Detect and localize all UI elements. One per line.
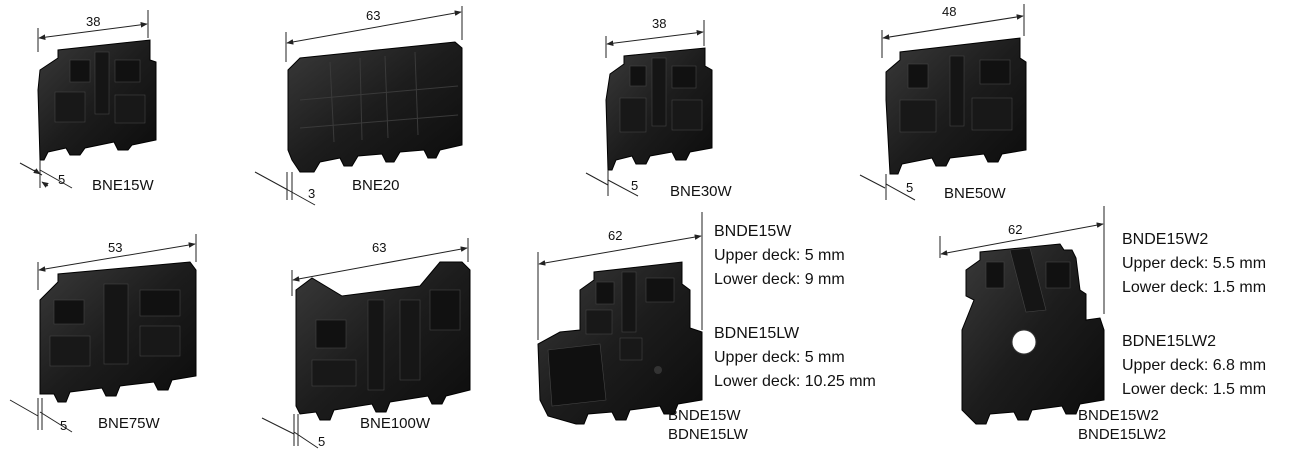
bnde15w2-width-dimension: 62 xyxy=(1008,222,1023,237)
bne50w-thickness-dimension: 5 xyxy=(906,180,914,195)
bdne15lw-spec: BDNE15LW Upper deck: 5 mm Lower deck: 10… xyxy=(714,322,876,394)
bnde15w-bottom-label-1: BNDE15W xyxy=(668,407,741,424)
spec-upper-deck: Upper deck: 5 mm xyxy=(714,349,845,366)
bnde15w-bottom-label-2: BDNE15LW xyxy=(668,426,748,443)
spec-upper-deck: Upper deck: 5 mm xyxy=(714,247,845,264)
spec-lower-deck: Lower deck: 1.5 mm xyxy=(1122,381,1267,398)
part-bne75w-image xyxy=(9,234,197,433)
bnde15w2-spec: BNDE15W2 Upper deck: 5.5 mm Lower deck: … xyxy=(1122,228,1266,300)
part-bnde15w2-image xyxy=(939,206,1105,425)
bnde15w-width-dimension: 62 xyxy=(608,228,623,243)
bne20-label: BNE20 xyxy=(352,177,400,194)
spec-name: BDNE15LW2 xyxy=(1122,333,1216,350)
spec-lower-deck: Lower deck: 9 mm xyxy=(714,271,845,288)
part-bne30w-image xyxy=(585,20,713,197)
bne75w-thickness-dimension: 5 xyxy=(60,418,68,433)
bne75w-label: BNE75W xyxy=(98,415,160,432)
spec-name: BNDE15W xyxy=(714,223,792,240)
bne50w-label: BNE50W xyxy=(944,185,1006,202)
bne100w-label: BNE100W xyxy=(360,415,431,432)
bne30w-thickness-dimension: 5 xyxy=(631,178,639,193)
spec-name: BNDE15W2 xyxy=(1122,231,1209,248)
bne20-width-dimension: 63 xyxy=(366,8,381,23)
bne75w-width-dimension: 53 xyxy=(108,240,123,255)
bne30w-width-dimension: 38 xyxy=(652,16,667,31)
bne20-thickness-dimension: 3 xyxy=(308,186,316,201)
spec-name: BDNE15LW xyxy=(714,325,800,342)
bnde15w-bottom-labels: BNDE15W BDNE15LW xyxy=(668,406,748,444)
bnde15w2-bottom-labels: BNDE15W2 BNDE15LW2 xyxy=(1078,406,1166,444)
spec-lower-deck: Lower deck: 10.25 mm xyxy=(714,373,876,390)
bnde15w2-bottom-label-1: BNDE15W2 xyxy=(1078,407,1159,424)
part-bne100w-image xyxy=(261,238,471,449)
bnde15w2-bottom-label-2: BNDE15LW2 xyxy=(1078,426,1167,443)
part-bne15w-image xyxy=(19,10,157,189)
bne100w-width-dimension: 63 xyxy=(372,240,387,255)
spec-upper-deck: Upper deck: 6.8 mm xyxy=(1122,357,1267,374)
part-bne50w-image xyxy=(859,4,1027,201)
part-bnde15w-image xyxy=(537,212,703,425)
bne15w-label: BNE15W xyxy=(92,177,154,194)
bne30w-label: BNE30W xyxy=(670,183,732,200)
bne15w-width-dimension: 38 xyxy=(86,14,101,29)
bne15w-thickness-dimension: 5 xyxy=(58,172,66,187)
part-bne20-image xyxy=(254,6,463,206)
bnde15w-spec: BNDE15W Upper deck: 5 mm Lower deck: 9 m… xyxy=(714,220,845,292)
spec-lower-deck: Lower deck: 1.5 mm xyxy=(1122,279,1267,296)
bne50w-width-dimension: 48 xyxy=(942,4,957,19)
bne100w-thickness-dimension: 5 xyxy=(318,434,326,449)
bdne15lw2-spec: BDNE15LW2 Upper deck: 6.8 mm Lower deck:… xyxy=(1122,330,1266,402)
spec-upper-deck: Upper deck: 5.5 mm xyxy=(1122,255,1267,272)
